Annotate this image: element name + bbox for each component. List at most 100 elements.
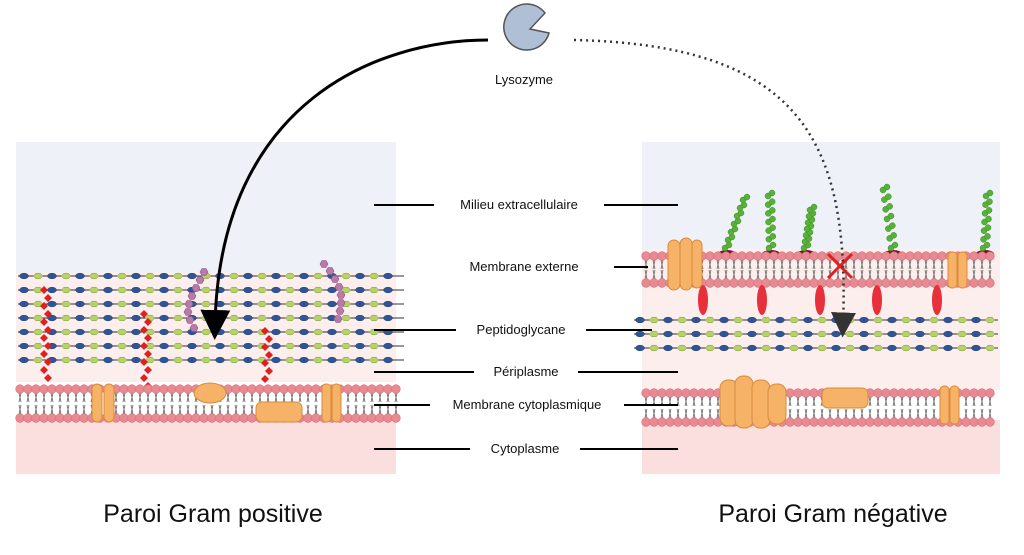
nag-sugar (663, 316, 673, 324)
lipid-head (777, 278, 787, 288)
nag-sugar (243, 272, 253, 280)
porin-protein (679, 237, 693, 291)
nag-sugar (803, 344, 813, 352)
lipid-head (985, 278, 995, 288)
nam-sugar (257, 314, 267, 322)
o-antigen-sugar (769, 224, 776, 231)
nam-sugar (873, 330, 883, 338)
nam-sugar (313, 328, 323, 336)
layer-label-periplasm: Périplasme (493, 364, 559, 379)
nag-sugar (971, 344, 981, 352)
gp-peripheral-protein (193, 382, 227, 404)
layer-label-outer-membrane: Membrane externe (469, 259, 579, 274)
lipid-head (929, 388, 939, 398)
nag-sugar (271, 272, 281, 280)
nam-sugar (201, 314, 211, 322)
nam-sugar (761, 344, 771, 352)
nag-sugar (159, 314, 169, 322)
lta-unit (199, 268, 209, 276)
nag-sugar (775, 316, 785, 324)
nam-sugar (89, 314, 99, 322)
layer-label-peptidoglycan: Peptidoglycane (476, 322, 566, 337)
layer-label-extracellular: Milieu extracellulaire (460, 197, 578, 212)
lipid-head (343, 384, 353, 394)
lipid-head (55, 413, 65, 423)
nam-sugar (229, 328, 239, 336)
lipid-head (801, 278, 811, 288)
nam-sugar (229, 314, 239, 322)
lipid-head (351, 384, 361, 394)
lipid-head (143, 413, 153, 423)
nam-sugar (89, 300, 99, 308)
lipid-head (873, 417, 883, 427)
lipid-head (311, 384, 321, 394)
nag-sugar (719, 316, 729, 324)
lipid-head (391, 384, 401, 394)
lipid-head (777, 251, 787, 261)
nag-sugar (19, 286, 29, 294)
nam-sugar (201, 328, 211, 336)
lysozyme-label: Lysozyme (494, 72, 554, 87)
lps-molecule (879, 183, 902, 258)
lipid-head (969, 388, 979, 398)
nag-sugar (187, 272, 197, 280)
lipid-head (705, 388, 715, 398)
nag-sugar (271, 342, 281, 350)
teichoic-unit (44, 294, 52, 302)
teichoic-unit (44, 342, 52, 350)
nam-sugar (957, 316, 967, 324)
lipid-head (191, 413, 201, 423)
complex-protein (734, 375, 754, 429)
lipid-head (737, 251, 747, 261)
layer-label-cytoplasm: Cytoplasme (490, 441, 560, 456)
nam-sugar (733, 330, 743, 338)
lipid-head (175, 413, 185, 423)
teichoic-unit (40, 318, 48, 326)
nag-sugar (131, 356, 141, 364)
gn-extracellular-region (642, 142, 1000, 250)
lipid-head (881, 278, 891, 288)
lipid-head (969, 417, 979, 427)
lipid-head (375, 384, 385, 394)
nam-sugar (341, 314, 351, 322)
lipid-head (913, 417, 923, 427)
lipid-head (913, 251, 923, 261)
gram-positive-panel (15, 142, 404, 474)
lipid-head (785, 388, 795, 398)
lipid-head (865, 251, 875, 261)
nag-sugar (859, 316, 869, 324)
lipid-head (359, 413, 369, 423)
nam-sugar (285, 300, 295, 308)
nag-sugar (747, 344, 757, 352)
lipid-head (913, 278, 923, 288)
nam-sugar (817, 344, 827, 352)
nag-sugar (915, 316, 925, 324)
gp-channel-protein (103, 383, 115, 423)
lipid-head (857, 278, 867, 288)
nam-sugar (649, 344, 659, 352)
lipid-head (825, 417, 835, 427)
lipid-head (705, 251, 715, 261)
teichoic-unit (40, 286, 48, 294)
nam-sugar (173, 356, 183, 364)
nam-sugar (957, 344, 967, 352)
nag-sugar (47, 286, 57, 294)
lipid-head (183, 384, 193, 394)
lipid-head (833, 417, 843, 427)
nam-sugar (201, 356, 211, 364)
o-antigen-sugar (769, 241, 777, 249)
nam-sugar (117, 328, 127, 336)
lipid-head (921, 278, 931, 288)
nag-sugar (887, 344, 897, 352)
lipid-head (897, 251, 907, 261)
nag-sugar (383, 356, 393, 364)
lipid-head (889, 278, 899, 288)
lipid-head (159, 413, 169, 423)
nam-sugar (33, 356, 43, 364)
complex-protein (767, 383, 787, 425)
lipid-head (127, 384, 137, 394)
nam-sugar (33, 342, 43, 350)
teichoic-unit (144, 350, 152, 358)
lipid-head (207, 413, 217, 423)
nag-sugar (327, 300, 337, 308)
